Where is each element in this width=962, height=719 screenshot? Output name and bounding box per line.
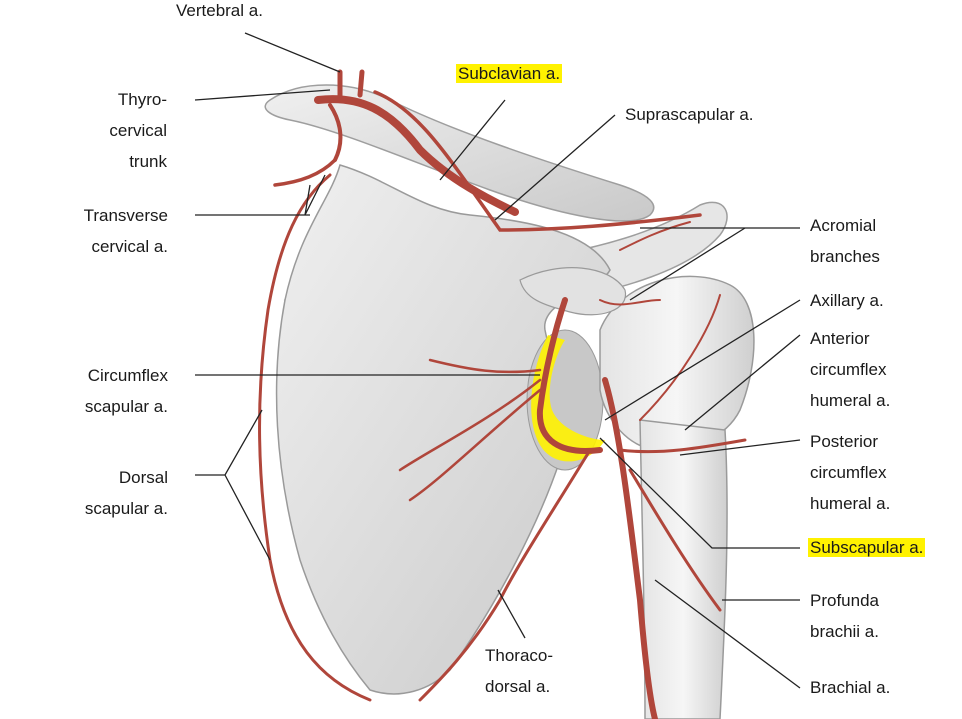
subclavian-artery bbox=[314, 95, 519, 216]
label-subclavian-text: Subclavian a. bbox=[456, 64, 563, 83]
leader-suprascapular bbox=[494, 114, 616, 221]
leader-subclavian bbox=[439, 99, 506, 181]
arteries bbox=[258, 69, 747, 719]
leader-lines bbox=[194, 32, 801, 689]
posterior-circumflex-artery bbox=[618, 438, 747, 454]
leader-thyrocervical bbox=[194, 89, 331, 101]
label-vertebral: Vertebral a. bbox=[176, 1, 263, 20]
label-suprascapular: Suprascapular a. bbox=[625, 105, 754, 124]
coracoid bbox=[519, 267, 627, 316]
label-brachial: Brachial a. bbox=[810, 678, 891, 697]
leader-posterior-circumflex bbox=[679, 439, 801, 456]
leader-brachial bbox=[654, 579, 801, 689]
label-subscapular-text: Subscapular a. bbox=[808, 538, 926, 557]
label-posterior-circumflex: Posterior circumflex humeral a. bbox=[810, 432, 891, 513]
leader-transverse-cervical-branch bbox=[304, 174, 326, 216]
thoracodorsal-artery bbox=[418, 448, 592, 702]
vertebral-artery bbox=[337, 69, 365, 103]
brachial-artery bbox=[602, 377, 658, 719]
suprascapular-artery bbox=[373, 90, 702, 232]
label-transverse-cervical: Transverse cervical a. bbox=[83, 206, 168, 256]
leader-thoracodorsal bbox=[497, 589, 526, 639]
leader-subscapular bbox=[599, 437, 800, 549]
leader-dorsal-scapular bbox=[195, 409, 271, 561]
label-thyrocervical: Thyro- cervical trunk bbox=[109, 90, 167, 171]
leader-anterior-circumflex bbox=[684, 334, 801, 431]
leader-acromial-2 bbox=[629, 227, 746, 301]
label-anterior-circumflex: Anterior circumflex humeral a. bbox=[810, 329, 891, 410]
anterior-circumflex-artery bbox=[639, 294, 721, 421]
acromial-branches bbox=[599, 221, 691, 306]
label-subclavian: Subclavian a. bbox=[456, 58, 563, 89]
label-axillary: Axillary a. bbox=[810, 291, 884, 310]
axillary-artery bbox=[536, 297, 603, 454]
label-circumflex-scapular: Circumflex scapular a. bbox=[84, 366, 168, 416]
circumflex-scapular-artery bbox=[398, 358, 542, 502]
transverse-cervical-artery bbox=[273, 158, 337, 187]
leader-vertebral bbox=[244, 32, 341, 73]
label-acromial: Acromial branches bbox=[810, 216, 880, 266]
bones bbox=[264, 84, 755, 719]
label-subscapular: Subscapular a. bbox=[808, 532, 926, 563]
profunda-brachii-artery bbox=[628, 468, 722, 612]
dorsal-scapular-artery bbox=[258, 173, 372, 702]
humeral-head bbox=[599, 275, 755, 451]
label-profunda-brachii: Profunda brachii a. bbox=[810, 591, 879, 641]
label-dorsal-scapular: Dorsal scapular a. bbox=[84, 468, 168, 518]
leader-axillary bbox=[604, 299, 801, 421]
label-thoracodorsal: Thoraco- dorsal a. bbox=[485, 646, 554, 696]
thyrocervical-trunk bbox=[328, 103, 343, 162]
humerus-shaft bbox=[639, 419, 728, 719]
